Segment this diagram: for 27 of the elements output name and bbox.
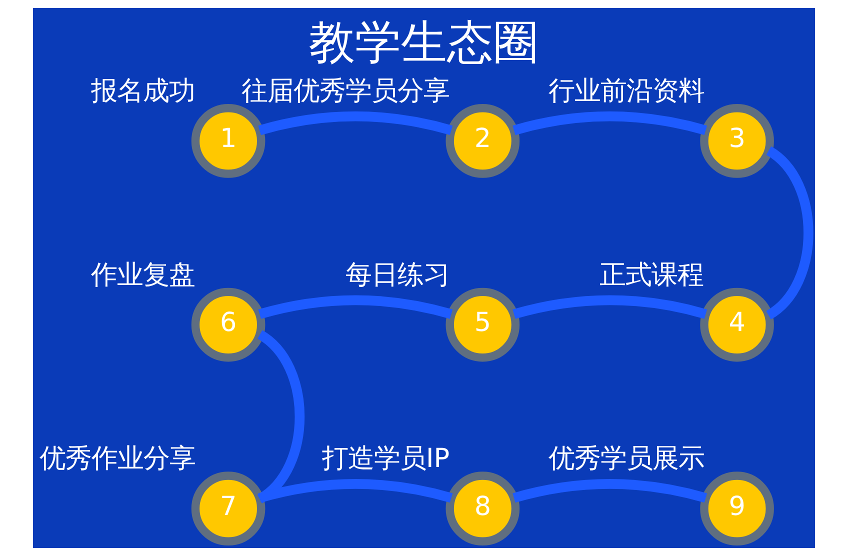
node-label: 每日练习 (345, 260, 450, 290)
node-label: 打造学员IP (322, 444, 450, 474)
node-circle: 4 (700, 288, 774, 362)
connector (766, 146, 814, 320)
node-label: 行业前沿资料 (548, 76, 704, 107)
connector (512, 111, 707, 136)
connector (512, 295, 707, 319)
node-label: 报名成功 (90, 76, 195, 107)
node-circle: 5 (446, 288, 520, 362)
diagram-title: 教学生态圈 (309, 14, 539, 69)
node-circle: 3 (700, 104, 774, 178)
node-label: 优秀作业分享 (40, 444, 196, 474)
node-circle: 2 (446, 104, 520, 178)
connector (258, 295, 453, 319)
node-circle: 9 (700, 472, 774, 546)
node-label: 往届优秀学员分享 (242, 76, 450, 107)
connector (258, 111, 453, 136)
node-circle: 7 (191, 472, 266, 546)
connector (258, 479, 453, 503)
node-label: 正式课程 (600, 260, 704, 290)
node-circle: 1 (191, 104, 266, 178)
node-label: 优秀学员展示 (548, 444, 704, 474)
connector (512, 479, 707, 503)
connector (256, 330, 305, 504)
node-circle: 8 (446, 472, 520, 546)
node-label: 作业复盘 (90, 260, 195, 290)
node-circle: 6 (191, 288, 266, 362)
